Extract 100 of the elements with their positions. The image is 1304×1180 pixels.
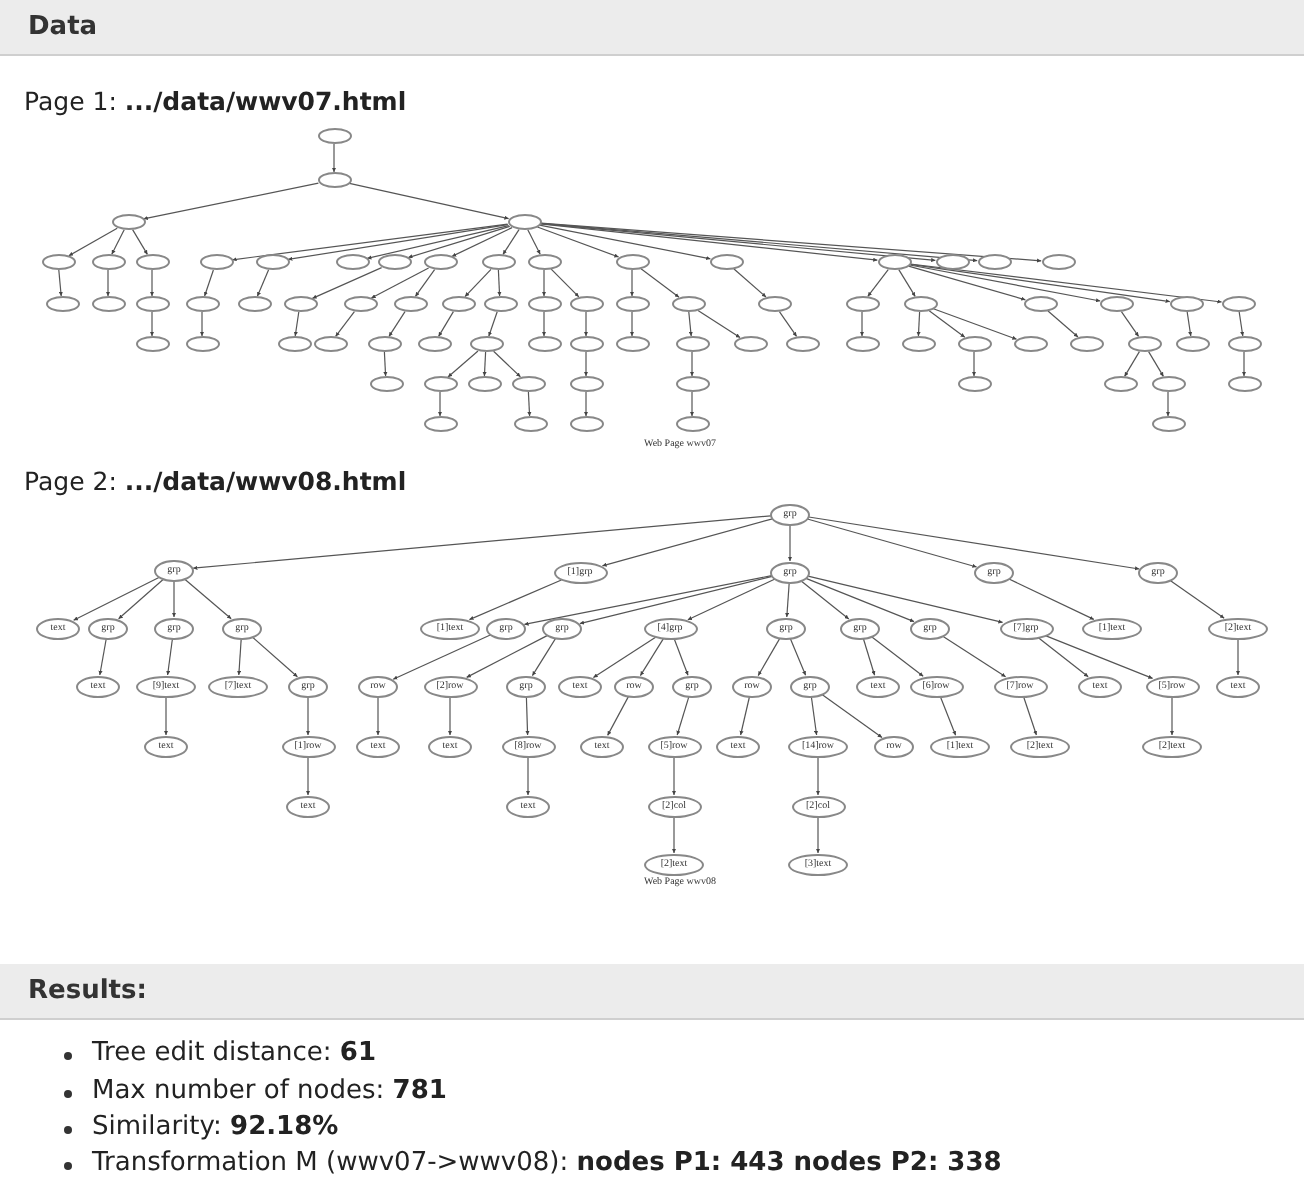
tree-arrow	[163, 696, 169, 736]
tree-arrow	[871, 636, 924, 677]
tree-node-ellipse	[317, 172, 351, 188]
tree-node-ellipse	[511, 376, 545, 392]
tree-node-ellipse	[527, 254, 561, 270]
section-heading: Data	[28, 12, 98, 42]
tree-node-ellipse	[367, 336, 401, 352]
tree-arrow	[98, 638, 107, 676]
tree-arrow	[810, 696, 819, 736]
page-path-text: Page 1: .../data/wwv07.html	[24, 86, 407, 116]
result-item: Similarity: 92.18%	[92, 1112, 339, 1142]
tree-arrow	[671, 816, 677, 854]
tree-node-ellipse	[469, 336, 503, 352]
tree-arrow	[488, 311, 498, 337]
tree-arrow	[287, 224, 509, 261]
tree-arrow	[1008, 578, 1095, 620]
tree-arrow	[629, 269, 635, 297]
result-item: Tree edit distance: 61	[92, 1038, 376, 1068]
tree-arrow	[909, 263, 1223, 304]
tree-arrow	[407, 225, 511, 259]
tree-arrow	[928, 310, 966, 338]
tree-node-ellipse	[513, 416, 547, 432]
tree-arrow	[1037, 637, 1089, 678]
tree-arrow	[366, 225, 510, 260]
tree-node-ellipse	[343, 296, 377, 312]
tree-node-ellipse	[1023, 296, 1057, 312]
tree-arrow	[447, 696, 453, 736]
tree-arrow	[527, 229, 541, 255]
tree-node-ellipse	[527, 336, 561, 352]
tree-arrow	[414, 269, 436, 297]
tree-node-ellipse	[335, 254, 369, 270]
tree-node-ellipse	[1175, 336, 1209, 352]
tree-arrow	[689, 391, 695, 417]
tree-node-ellipse	[527, 296, 561, 312]
tree-node-ellipse	[91, 296, 125, 312]
tree-node-ellipse	[785, 336, 819, 352]
tree-arrow	[1023, 696, 1038, 736]
tree-arrow	[166, 638, 173, 676]
tree-node-ellipse	[733, 336, 767, 352]
tree-arrow	[184, 578, 232, 620]
tree-arrow	[370, 267, 430, 299]
tree-arrow	[697, 309, 741, 339]
tree-arrow	[805, 577, 915, 623]
tree-arrow	[525, 756, 531, 796]
tree-arrow	[1169, 696, 1175, 736]
tree-arrow	[536, 226, 620, 258]
tree-arrow	[867, 269, 889, 297]
tree-node-ellipse	[135, 296, 169, 312]
tree-arrow	[383, 351, 388, 377]
section-heading: Results:	[28, 976, 147, 1006]
tree-arrow	[800, 580, 850, 620]
tree-arrow	[541, 269, 547, 297]
tree-arrow	[785, 582, 790, 618]
tree-arrow	[639, 638, 664, 677]
tree-arrow	[1165, 391, 1171, 417]
tree-node-ellipse	[877, 254, 911, 270]
tree-arrow	[739, 696, 750, 736]
tree-arrow	[497, 269, 502, 297]
tree-node-ellipse	[507, 214, 541, 230]
tree-node-ellipse	[615, 336, 649, 352]
tree-arrow	[916, 311, 921, 337]
tree-arrow	[375, 696, 381, 736]
tree-arrow	[58, 269, 63, 297]
tree-arrow	[806, 518, 978, 568]
tree-node-ellipse	[569, 416, 603, 432]
tree-arrow	[171, 580, 177, 618]
tree-arrow	[909, 263, 1171, 304]
tree-arrow	[1238, 311, 1245, 337]
tree-arrow	[523, 575, 773, 626]
tree-arrow	[583, 311, 589, 337]
tree-node-ellipse	[111, 214, 145, 230]
tree-arrow	[252, 636, 298, 678]
tree-arrow	[493, 350, 521, 378]
tree-arrow	[149, 311, 155, 337]
result-item: Max number of nodes: 781	[92, 1076, 447, 1106]
tree-node-ellipse	[935, 254, 969, 270]
tree-arrow	[1124, 351, 1140, 377]
tree-node-ellipse	[1099, 296, 1133, 312]
tree-arrow	[237, 638, 242, 676]
tree-arrow	[583, 351, 589, 377]
tree-arrow	[305, 756, 311, 796]
tree-node-ellipse	[845, 296, 879, 312]
tree-arrow	[438, 311, 454, 337]
tree-node-ellipse	[417, 336, 451, 352]
tree-node-ellipse	[615, 296, 649, 312]
tree-node-ellipse	[1221, 296, 1255, 312]
tree-arrow	[331, 143, 337, 173]
tree-arrow	[1186, 311, 1193, 337]
tree-node-ellipse	[369, 376, 403, 392]
tree-node-ellipse	[237, 296, 271, 312]
tree-arrow	[1047, 310, 1079, 338]
tree-arrow	[118, 578, 164, 620]
tree-arrow	[464, 268, 492, 298]
tree-arrow	[862, 638, 876, 676]
tree-node-ellipse	[467, 376, 501, 392]
tree-node-ellipse	[483, 296, 517, 312]
tree-arrow	[821, 694, 883, 738]
tree-arrow	[143, 182, 319, 220]
tree-node-ellipse	[185, 296, 219, 312]
tree-node-ellipse	[757, 296, 791, 312]
